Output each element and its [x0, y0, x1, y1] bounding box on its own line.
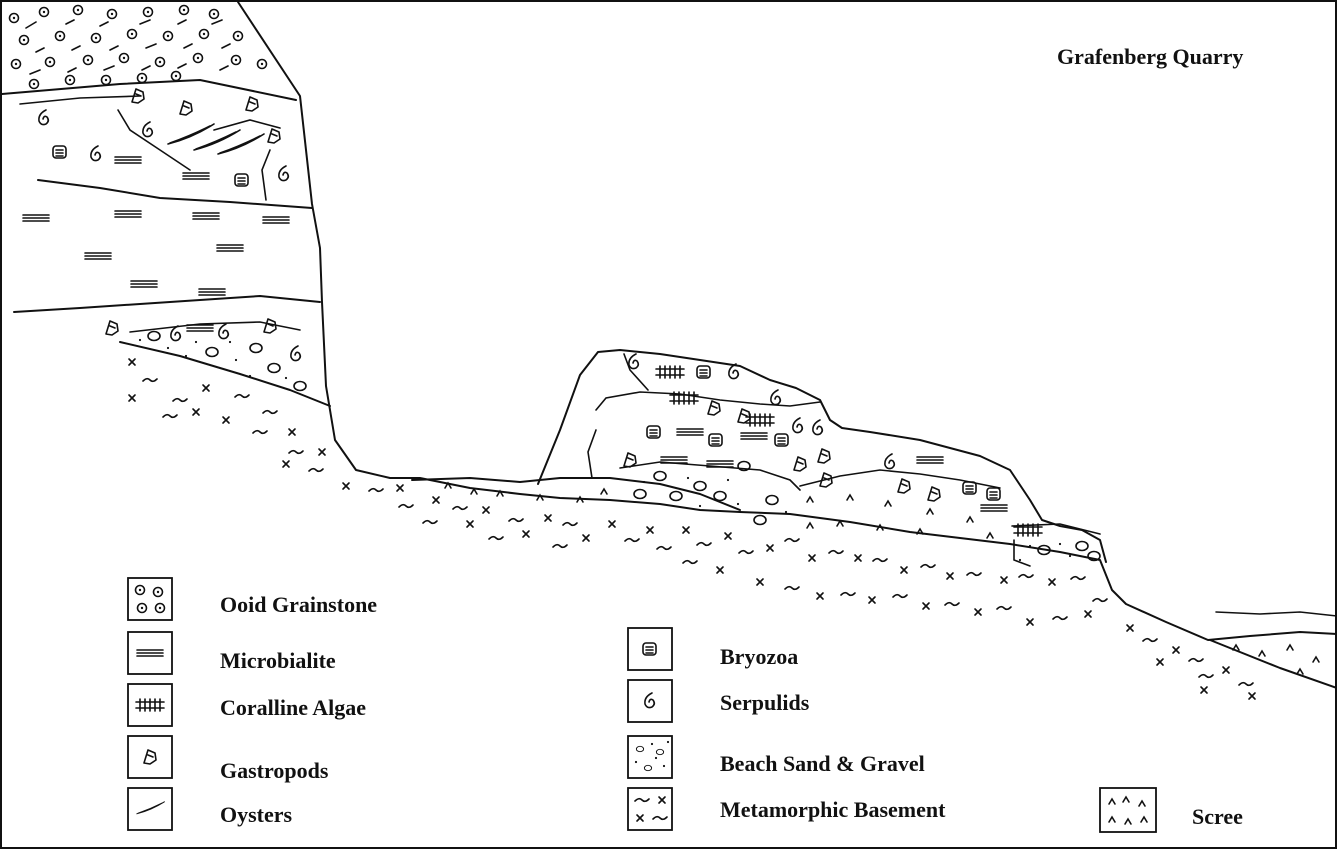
legend-swatch-basement	[628, 788, 672, 830]
legend-label: Bryozoa	[720, 644, 798, 669]
ooid-grainstone-bed	[10, 6, 267, 89]
legend-label: Metamorphic Basement	[720, 797, 946, 822]
legend-item-beach-sand-gravel: Beach Sand & Gravel	[628, 736, 925, 778]
legend-item-serpulids: Serpulids	[628, 680, 810, 722]
legend-item-ooid-grainstone: Ooid Grainstone	[128, 578, 377, 620]
legend: Ooid Grainstone Microbialite Coralline A…	[128, 578, 1243, 832]
upper-fossil-bed	[23, 89, 306, 391]
legend-item-oysters: Oysters	[128, 788, 293, 830]
legend-item-metamorphic-basement: Metamorphic Basement	[628, 788, 946, 830]
legend-label: Beach Sand & Gravel	[720, 751, 925, 776]
page-title: Grafenberg Quarry	[1057, 44, 1243, 69]
buildup-fossil-bed	[624, 354, 1100, 561]
legend-label: Scree	[1192, 804, 1243, 829]
legend-swatch-scree	[1100, 788, 1156, 832]
legend-swatch-bryozoa	[628, 628, 672, 670]
legend-label: Serpulids	[720, 690, 810, 715]
cross-section	[2, 2, 1337, 699]
legend-label: Ooid Grainstone	[220, 592, 377, 617]
legend-label: Coralline Algae	[220, 695, 366, 720]
legend-item-bryozoa: Bryozoa	[628, 628, 798, 670]
legend-swatch-gastropod	[128, 736, 172, 778]
legend-label: Oysters	[220, 802, 293, 827]
legend-label: Gastropods	[220, 758, 329, 783]
legend-item-scree: Scree	[1100, 788, 1243, 832]
scree-deposit	[445, 483, 1319, 674]
legend-swatch-ooid	[128, 578, 172, 620]
legend-label: Microbialite	[220, 648, 336, 673]
legend-item-gastropods: Gastropods	[128, 736, 329, 783]
legend-swatch-sand	[628, 736, 672, 778]
legend-item-coralline-algae: Coralline Algae	[128, 684, 366, 726]
legend-item-microbialite: Microbialite	[128, 632, 336, 674]
